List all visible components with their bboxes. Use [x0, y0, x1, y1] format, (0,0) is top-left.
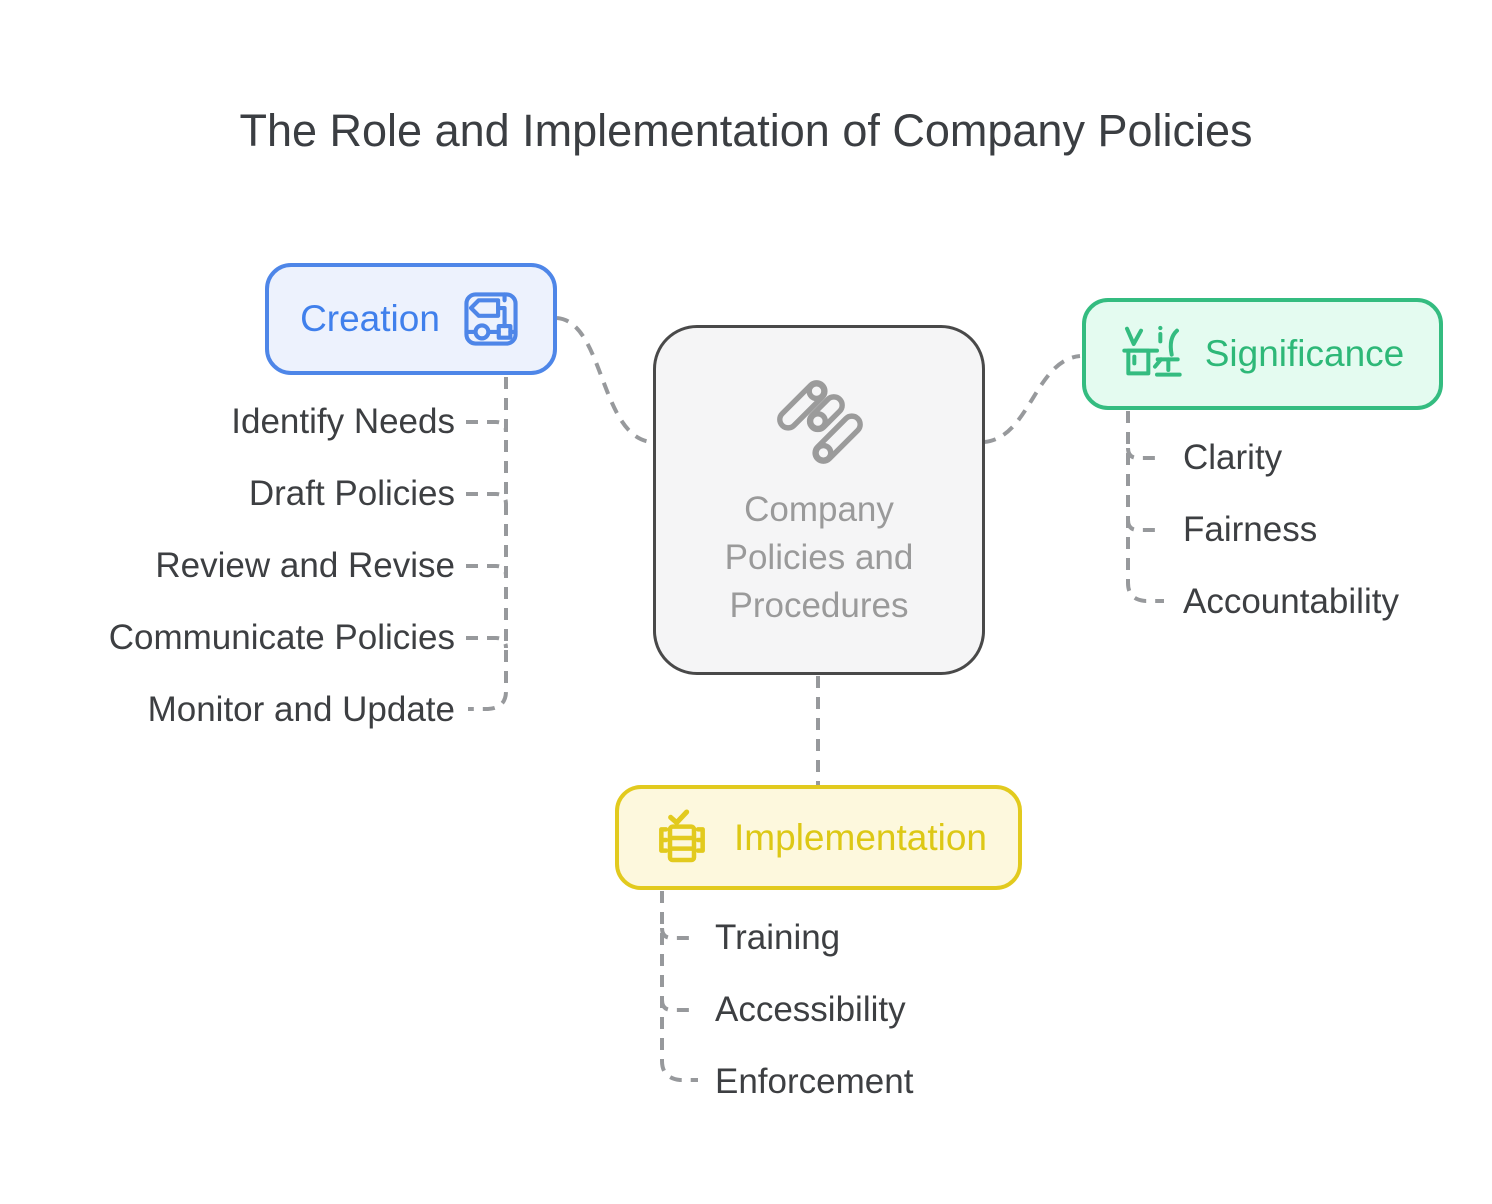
checklist-stack-icon [659, 808, 705, 862]
node-implementation: Implementation [615, 785, 1022, 890]
creation-item: Draft Policies [248, 474, 455, 513]
creation-items-list: Identify Needs Draft Policies Review and… [109, 400, 455, 760]
significance-item: Accountability [1183, 582, 1399, 621]
connector-creation-item-4 [466, 636, 508, 649]
implementation-node-label: Implementation [734, 816, 987, 858]
implementation-items-list: Training Accessibility Enforcement [715, 916, 913, 1132]
significance-item: Clarity [1183, 438, 1283, 477]
page-title: The Role and Implementation of Company P… [239, 105, 1253, 156]
center-node-label: Company Policies and Procedures [724, 490, 914, 625]
creation-item: Monitor and Update [147, 690, 455, 729]
creation-item: Review and Revise [155, 546, 455, 585]
connector-creation-item-3 [466, 564, 508, 577]
connector-implementation-chain [660, 891, 698, 1082]
creation-node-label: Creation [300, 298, 440, 339]
node-significance: Significance [1082, 298, 1443, 410]
implementation-item: Accessibility [715, 990, 906, 1029]
node-company-policies: Company Policies and Procedures [653, 325, 985, 675]
connector-center-significance [983, 354, 1081, 444]
desk-workspace-icon [1122, 325, 1182, 377]
significance-item: Fairness [1183, 510, 1318, 549]
connector-implementation-item-2 [660, 999, 697, 1012]
implementation-item: Enforcement [715, 1062, 914, 1101]
node-creation: Creation [265, 263, 557, 375]
connector-creation-item-2 [466, 492, 508, 505]
significance-node-label: Significance [1204, 333, 1405, 374]
connector-significance-chain [1126, 411, 1164, 603]
creation-item: Communicate Policies [108, 618, 455, 657]
connector-creation-item-1 [466, 420, 508, 433]
flowchart-schema-icon [464, 292, 518, 346]
connector-implementation-item-1 [660, 927, 697, 940]
connector-creation-center [556, 316, 652, 444]
significance-items-list: Clarity Fairness Accountability [1183, 436, 1399, 652]
diagonal-capsules-icon [777, 380, 863, 464]
connector-creation-chain [468, 377, 508, 711]
connector-significance-item-2 [1126, 519, 1163, 532]
creation-item: Identify Needs [231, 402, 455, 441]
connector-significance-item-1 [1126, 447, 1163, 460]
implementation-item: Training [715, 918, 841, 957]
